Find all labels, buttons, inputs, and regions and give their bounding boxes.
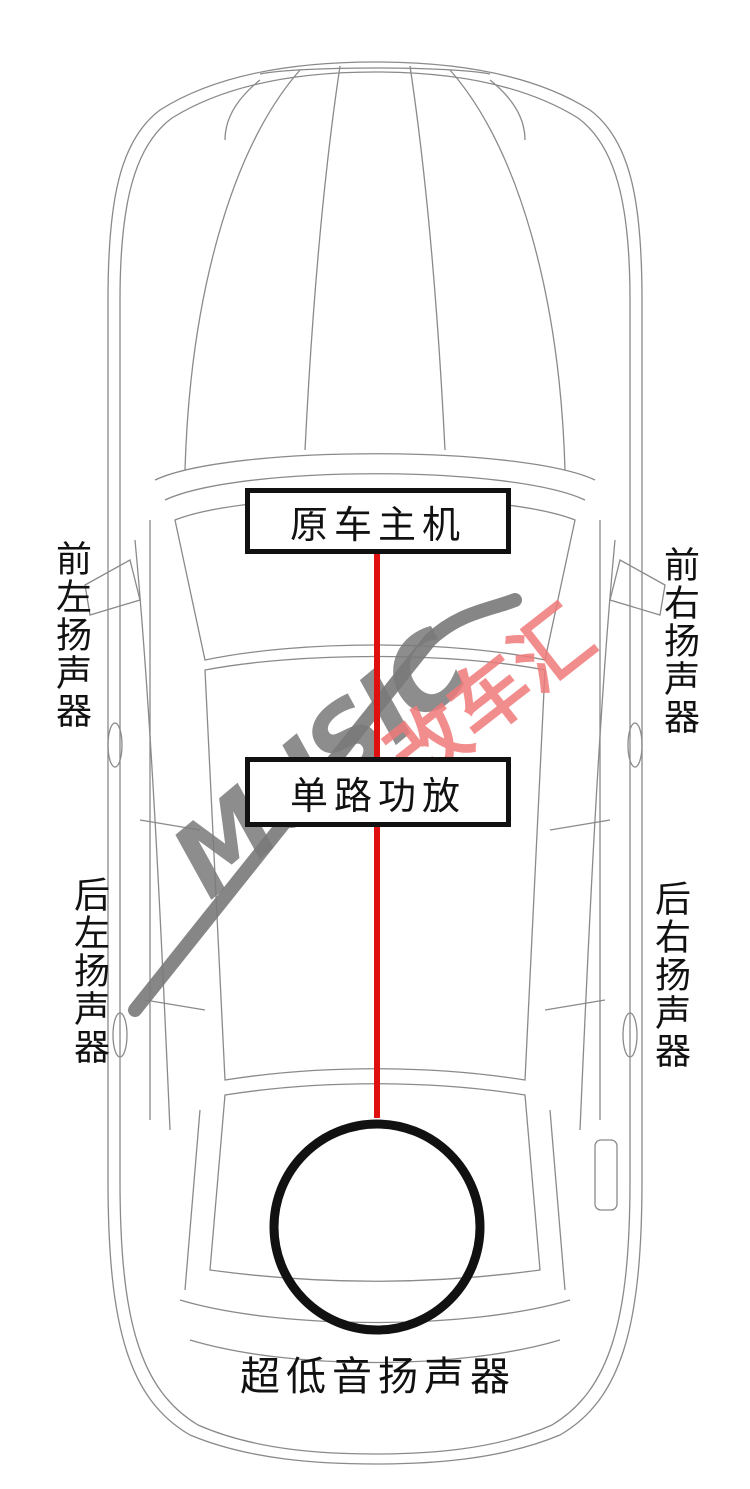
rear-left-speaker-label: 后左扬声器 — [68, 876, 109, 1066]
subwoofer-label: 超低音扬声器 — [240, 1354, 516, 1400]
rear-right-speaker-label: 后右扬声器 — [649, 880, 690, 1070]
head-unit-box: 原车主机 — [245, 488, 511, 554]
front-left-speaker-label: 前左扬声器 — [50, 540, 91, 730]
front-right-speaker-label: 前右扬声器 — [658, 546, 699, 736]
amplifier-box: 单路功放 — [245, 757, 511, 827]
